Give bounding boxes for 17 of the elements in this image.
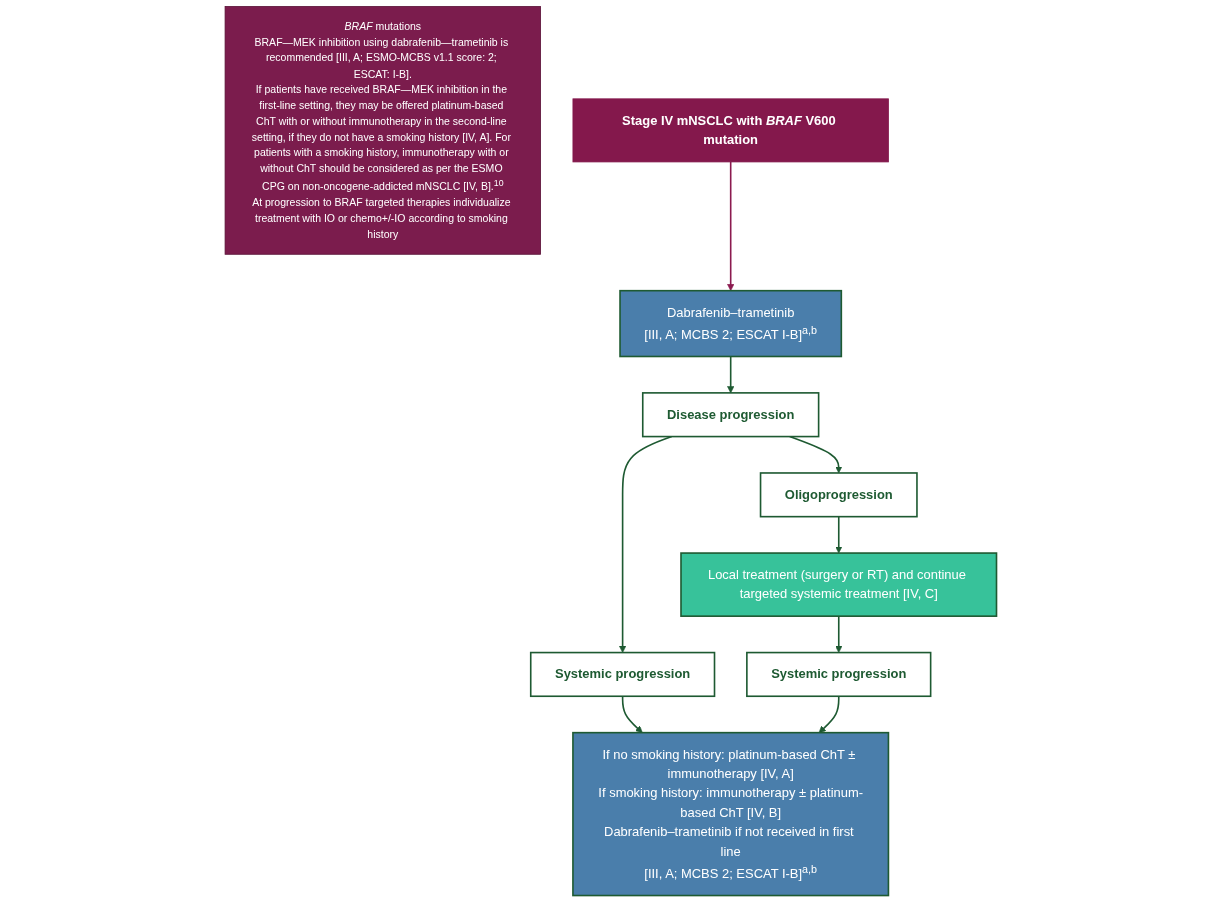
node-box: Stage IV mNSCLC with BRAF V600 mutation bbox=[572, 98, 889, 163]
node-box: Dabrafenib–trametinib [III, A; MCBS 2; ESCAT I-B]$^{a,b}$ bbox=[618, 289, 842, 358]
node-box: Local treatment (surgery or RT) and continue targeted systemic treatment [IV, C] bbox=[679, 552, 997, 617]
node-box: Systemic progression bbox=[745, 651, 932, 698]
arrow bbox=[618, 435, 673, 653]
arrow bbox=[726, 355, 734, 394]
node-box: Disease progression bbox=[641, 392, 820, 438]
arrow bbox=[726, 161, 734, 291]
arrow bbox=[834, 615, 842, 653]
node-box: BRAF mutations BRAF—MEK inhibition using dabrafenib—trametinib is recommended [III, A; ESMO-MCBS v1.1 score: 2; ESCAT: I-B]. If patients have received BRAF—MEK inhibition in the first-line setting, they may be offered platinum-based ChT with or without immunotherapy in the second-line setting, if they do not have a smoking history [IV, A]. For patients with a smoking history, immunotherapy with or without ChT should be considered as per the ESMO CPG on non-oncogene-addicted mNSCLC [IV, B].$^{10}$ At progression to BRAF targeted therapies individualize treatment with IO or chemo+/-IO according to smoking history bbox=[224, 6, 541, 255]
node-box: Systemic progression bbox=[529, 651, 715, 698]
arrow bbox=[788, 435, 842, 474]
arrow bbox=[834, 515, 842, 554]
node-box: If no smoking history: platinum-based ChT ± immunotherapy [IV, A] If smoking history: immunotherapy ± platinum-based ChT [IV, B] Dabrafenib–trametinib if not received in first line [III, A; MCBS 2; ESCAT I-B]$^{a,b}$ bbox=[571, 731, 889, 897]
arrow bbox=[621, 695, 643, 733]
node-box: Oligoprogression bbox=[759, 472, 918, 518]
arrow bbox=[818, 695, 840, 733]
